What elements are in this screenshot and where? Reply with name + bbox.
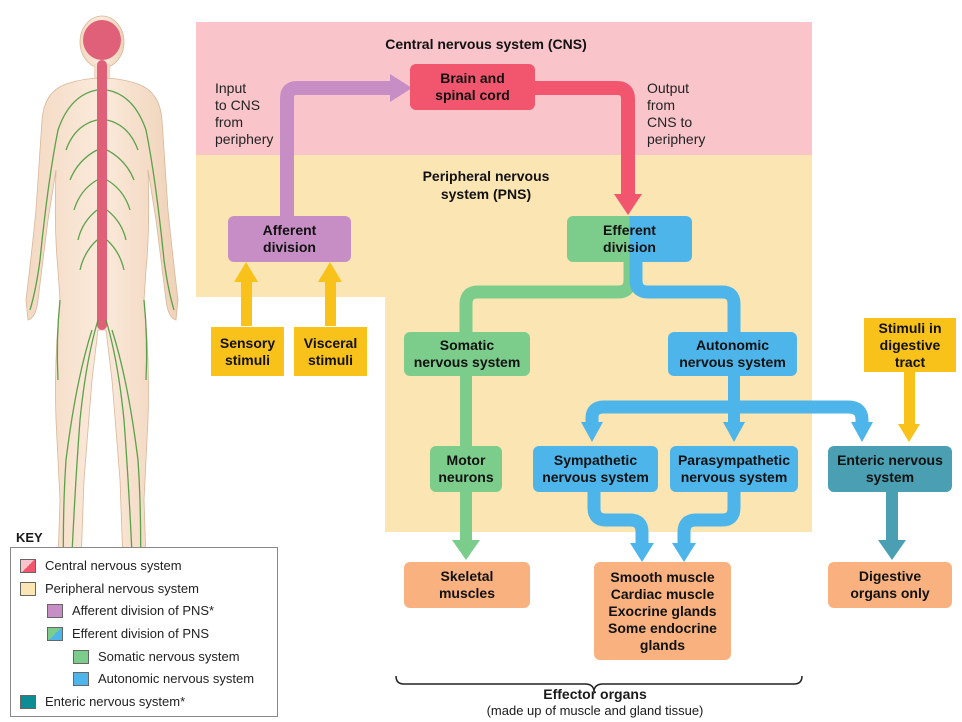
key-label-autonomic: Autonomic nervous system	[98, 671, 255, 686]
sympathetic-arrowhead	[581, 422, 603, 442]
sensory-stimuli-box: Sensory stimuli	[211, 327, 284, 376]
key-label-afferent: Afferent division of PNS*	[72, 603, 215, 618]
key-label-enteric: Enteric nervous system*	[45, 694, 186, 709]
somatic-motor-link	[460, 376, 472, 446]
key-label-cns: Central nervous system	[45, 558, 182, 573]
key-item-afferent: Afferent division of PNS*	[47, 603, 214, 618]
parasympathetic-arrowhead	[723, 422, 745, 442]
parasympathetic-nervous-system-box: Parasympathetic nervous system	[670, 446, 798, 492]
somatic-branch	[459, 262, 637, 332]
brain-spinal-cord-box: Brain and spinal cord	[410, 64, 535, 110]
key-label-somatic: Somatic nervous system	[98, 649, 240, 664]
visceral-arrow-shaft	[325, 280, 336, 326]
autonomic-crossbar	[585, 400, 869, 425]
enteric-arrowhead	[851, 422, 873, 442]
output-label: Output from CNS to periphery	[647, 80, 706, 147]
key-item-pns: Peripheral nervous system	[20, 581, 199, 596]
key-swatch-afferent	[47, 603, 63, 618]
key-title: KEY	[14, 530, 45, 545]
key-swatch-enteric	[20, 694, 36, 709]
key-label-pns: Peripheral nervous system	[45, 581, 199, 596]
key-item-autonomic: Autonomic nervous system	[73, 671, 254, 686]
key-item-somatic: Somatic nervous system	[73, 649, 240, 664]
effector-brace	[395, 675, 803, 693]
key-swatch-autonomic	[73, 671, 89, 686]
output-arrow	[535, 81, 635, 196]
sensory-arrowhead	[234, 262, 258, 282]
sensory-arrow-shaft	[241, 280, 252, 326]
skeletal-muscles-box: Skeletal muscles	[404, 562, 530, 608]
visceral-stimuli-box: Visceral stimuli	[294, 327, 367, 376]
sympathetic-nervous-system-box: Sympathetic nervous system	[533, 446, 658, 492]
key-label-efferent: Efferent division of PNS	[72, 626, 210, 641]
key-swatch-cns	[20, 558, 36, 573]
output-arrowhead	[614, 194, 642, 215]
motor-skeletal-shaft	[460, 492, 472, 542]
enteric-digestive-arrowhead	[878, 540, 906, 560]
sym-smooth-arrowhead	[630, 543, 654, 562]
key-swatch-somatic	[73, 649, 89, 664]
autonomic-nervous-system-box: Autonomic nervous system	[668, 332, 797, 376]
stimuli-digestive-tract-box: Stimuli in digestive tract	[864, 318, 956, 372]
autonomic-branch	[629, 262, 741, 332]
effector-organs-subtitle: (made up of muscle and gland tissue)	[486, 703, 704, 718]
input-label: Input to CNS from periphery	[215, 80, 274, 147]
input-arrowhead	[390, 74, 412, 102]
digestive-organs-box: Digestive organs only	[828, 562, 952, 608]
input-arrow	[280, 81, 392, 216]
enteric-nervous-system-box: Enteric nervous system	[828, 446, 952, 492]
key-item-cns: Central nervous system	[20, 558, 182, 573]
somatic-nervous-system-box: Somatic nervous system	[404, 332, 530, 376]
visceral-arrowhead	[318, 262, 342, 282]
digestive-stim-arrowhead	[898, 424, 920, 442]
key-swatch-efferent	[47, 626, 63, 641]
parasym-link	[728, 405, 740, 425]
para-smooth-arrowhead	[672, 543, 696, 562]
digestive-stim-shaft	[904, 372, 915, 426]
cns-header: Central nervous system (CNS)	[385, 36, 587, 52]
motor-neurons-box: Motor neurons	[430, 446, 502, 492]
key-item-enteric: Enteric nervous system*	[20, 694, 185, 709]
afferent-division-box: Afferent division	[228, 216, 351, 262]
smooth-muscle-glands-box: Smooth muscle Cardiac muscle Exocrine gl…	[594, 562, 731, 660]
motor-skeletal-arrowhead	[452, 540, 480, 560]
key-swatch-pns	[20, 581, 36, 596]
para-to-smooth	[677, 492, 741, 546]
effector-organs-title: Effector organs	[543, 686, 647, 702]
key-item-efferent: Efferent division of PNS	[47, 626, 209, 641]
sym-to-smooth	[587, 492, 649, 546]
human-figure	[25, 15, 179, 616]
pns-header: Peripheral nervous system (PNS)	[422, 168, 550, 202]
enteric-digestive-shaft	[886, 492, 898, 542]
autonomic-trunk	[728, 376, 740, 408]
efferent-division-box: Efferent division	[567, 216, 692, 262]
